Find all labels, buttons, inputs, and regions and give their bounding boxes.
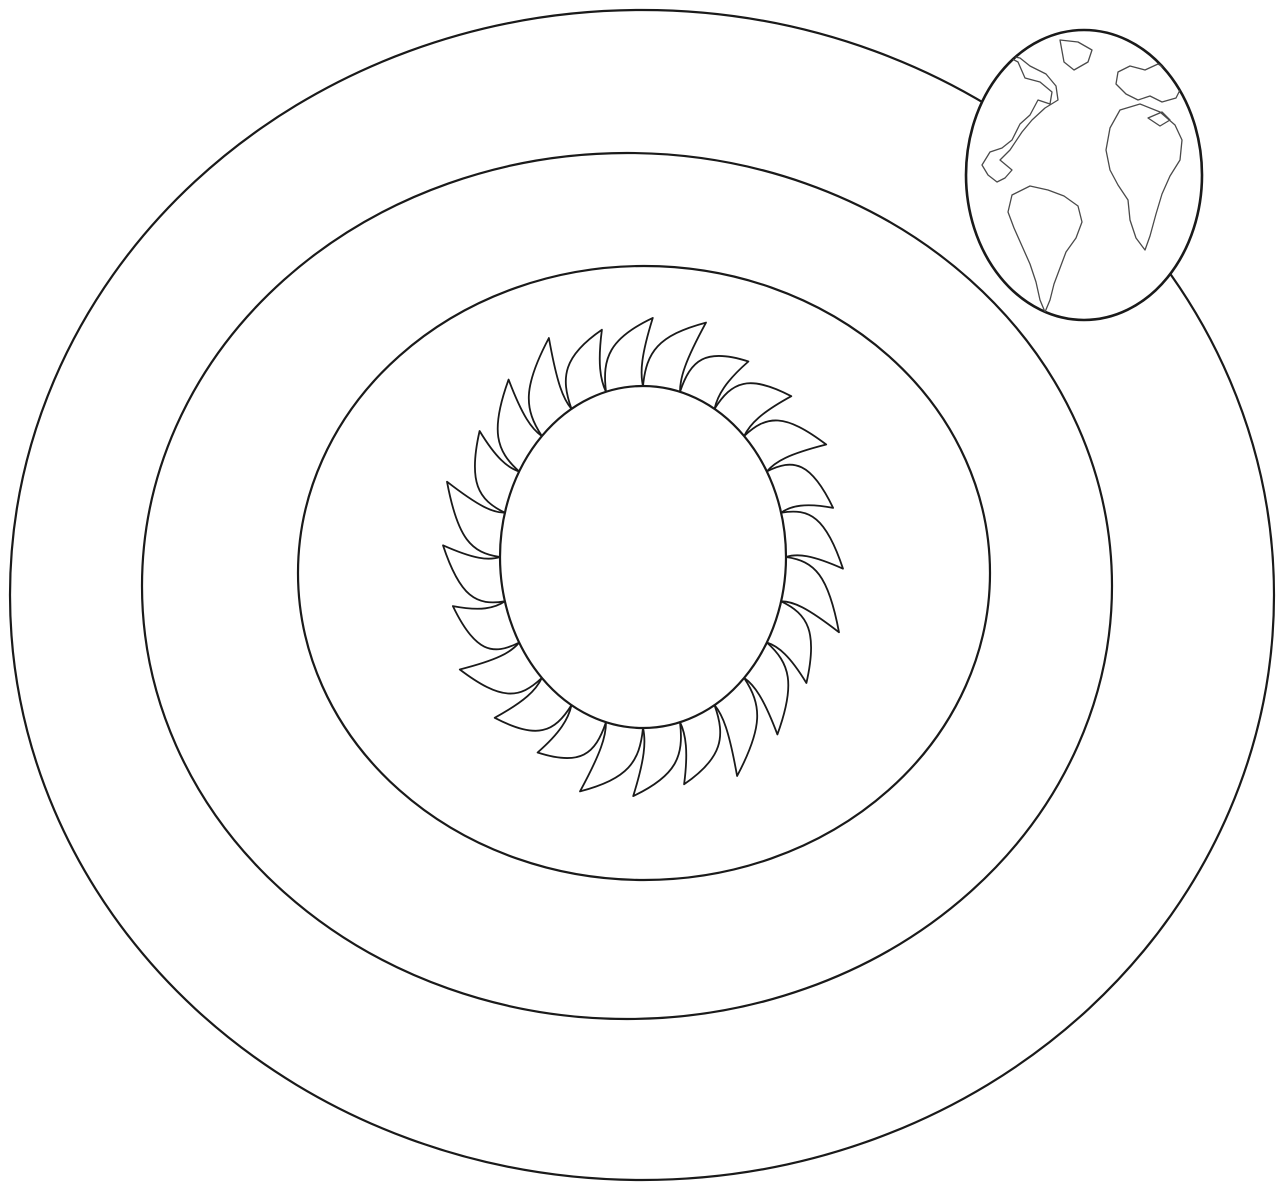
sun-flame <box>605 318 653 392</box>
sun-flame <box>781 512 843 569</box>
sun-flame <box>633 722 681 796</box>
sun-flame <box>643 323 706 392</box>
earth <box>966 30 1202 320</box>
sun-flame <box>443 545 505 602</box>
sun-body <box>500 386 786 728</box>
sun <box>443 318 843 796</box>
sun-flame <box>580 722 643 791</box>
earth-globe <box>966 30 1202 320</box>
sun-flame <box>781 557 839 632</box>
sun-flame <box>447 482 505 557</box>
